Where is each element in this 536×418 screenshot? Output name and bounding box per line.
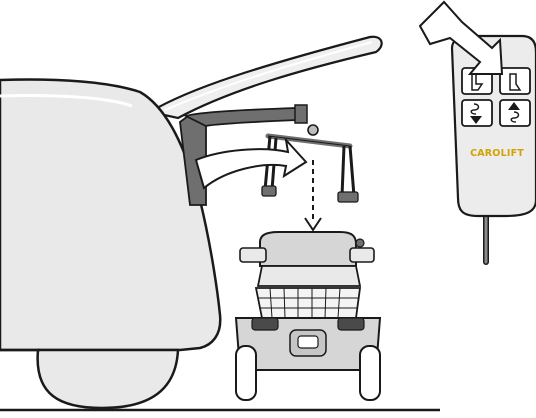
- spreader-hook-left: [262, 186, 276, 196]
- remote-brand-label: CAROLIFT: [470, 148, 524, 159]
- headlight-right: [338, 318, 364, 330]
- lower-direction-arrow: [305, 160, 321, 230]
- hoist-pivot: [308, 125, 318, 135]
- lift-boom-end: [295, 105, 307, 123]
- wheelchair-seat: [258, 266, 360, 286]
- wheelchair-armrest-right: [350, 248, 374, 262]
- remote-button-raise[interactable]: [500, 100, 530, 126]
- swing-arrow: [196, 140, 306, 188]
- spreader-hook-right: [338, 192, 358, 202]
- wheel-right: [360, 346, 380, 400]
- spreader-leg-right-b: [350, 146, 354, 196]
- wheelchair-backrest: [260, 232, 356, 266]
- car-wheel: [38, 350, 178, 408]
- wheelchair-armrest-left: [240, 248, 266, 262]
- lift-boom: [186, 108, 298, 126]
- headlight-left: [252, 318, 278, 330]
- spreader-leg-right-a: [342, 146, 344, 196]
- remote-button-lower[interactable]: [462, 100, 492, 126]
- wheelchair-joystick: [356, 239, 364, 247]
- wheelchair: [236, 232, 380, 400]
- wheelchair-basket: [256, 288, 360, 318]
- remote-button-swing-in[interactable]: [500, 68, 530, 94]
- wheel-left: [236, 346, 256, 400]
